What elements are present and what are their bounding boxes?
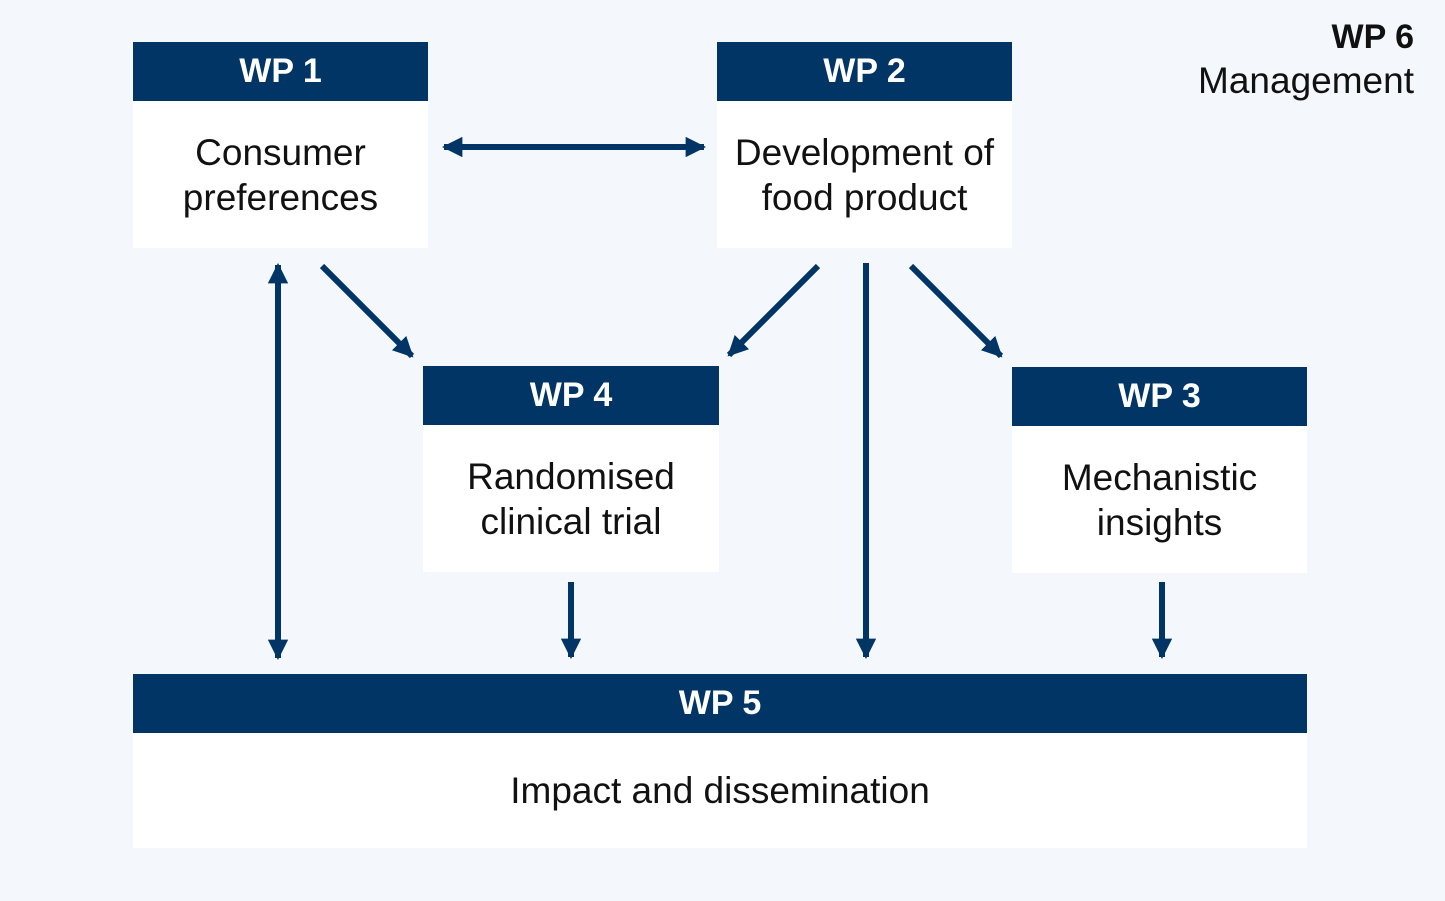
wp1-description: Consumer preferences: [133, 101, 428, 248]
management-label: WP 6 Management: [1198, 15, 1414, 103]
work-package-4: WP 4 Randomised clinical trial: [423, 366, 719, 572]
work-package-3: WP 3 Mechanistic insights: [1012, 367, 1307, 573]
work-package-2: WP 2 Development of food product: [717, 42, 1012, 248]
wp1-line-1: Consumer: [195, 131, 366, 173]
management-subtitle: Management: [1198, 60, 1414, 101]
wp5-title: WP 5: [133, 674, 1307, 733]
wp4-line-2: clinical trial: [480, 500, 662, 542]
arrow-wp2-wp3: [908, 263, 1004, 359]
wp4-description: Randomised clinical trial: [423, 425, 719, 572]
wp2-line-2: food product: [761, 176, 968, 218]
wp1-title: WP 1: [133, 42, 428, 101]
work-package-5: WP 5 Impact and dissemination: [133, 674, 1307, 848]
wp2-description: Development of food product: [717, 101, 1012, 248]
wp2-line-1: Development of: [734, 131, 995, 173]
work-package-1: WP 1 Consumer preferences: [133, 42, 428, 248]
management-title: WP 6: [1331, 18, 1414, 56]
wp3-title: WP 3: [1012, 367, 1307, 426]
wp4-line-1: Randomised: [467, 455, 675, 497]
wp5-description: Impact and dissemination: [133, 733, 1307, 848]
arrow-wp1-wp4: [319, 263, 415, 359]
wp4-title: WP 4: [423, 366, 719, 425]
wp3-description: Mechanistic insights: [1012, 426, 1307, 573]
wp5-line-1: Impact and dissemination: [510, 770, 930, 811]
wp3-line-1: Mechanistic: [1061, 456, 1258, 498]
wp2-title: WP 2: [717, 42, 1012, 101]
wp3-line-2: insights: [1096, 501, 1223, 543]
wp1-line-2: preferences: [182, 176, 379, 218]
arrow-wp2-wp4: [726, 263, 821, 358]
